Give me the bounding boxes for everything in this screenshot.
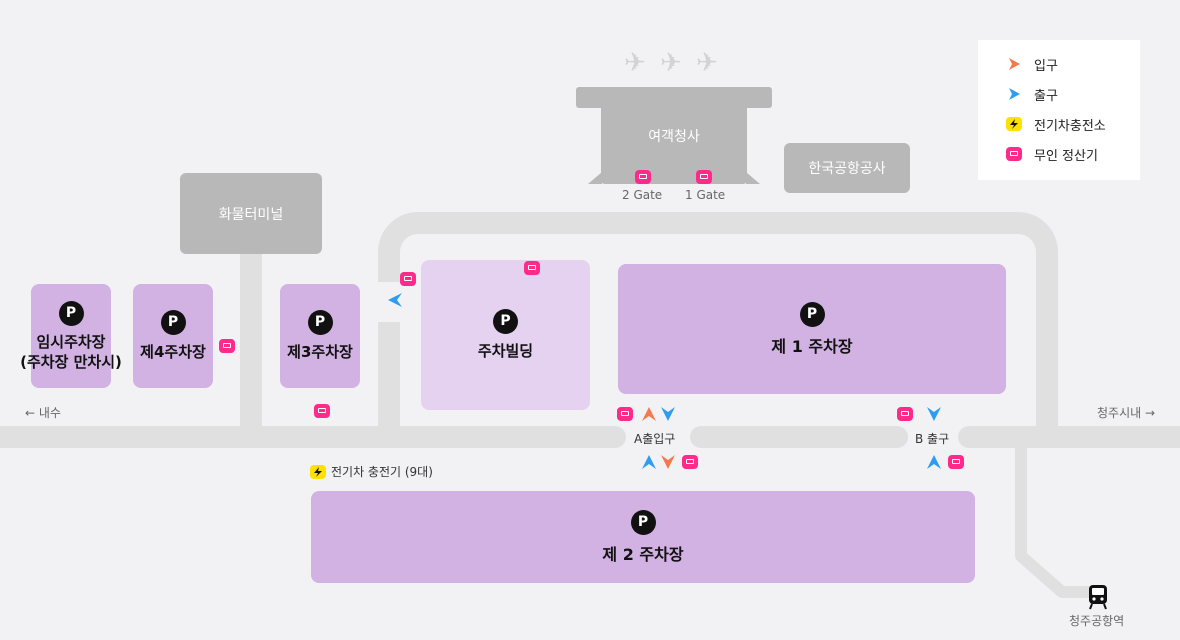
airplane-icon: ✈ [696,48,718,78]
cargo-access-road [240,252,262,438]
exit-arrow-icon [388,293,402,307]
payment-icon [524,261,540,275]
city-direction: 청주시내 → [1097,406,1156,420]
payment-icon [897,407,913,421]
kac-label: 한국공항공사 [808,161,886,177]
entrance-arrow-icon [642,407,656,421]
parking-pin-icon: P [307,310,333,335]
payment-icon [219,339,235,353]
parking-lot-4[interactable]: P 제4주차장 [133,284,213,388]
cargo-terminal[interactable]: 화물터미널 [180,173,322,254]
temp-lot-note: (주차장 만차시) [20,352,122,371]
legend-payment: 무인 정산기 [1006,144,1098,164]
naesu-direction: ← 내수 [25,406,61,420]
lot1-label: 제 1 주차장 [771,336,853,356]
legend-exit: 출구 [1006,84,1058,104]
temp-lot-name: 임시주차장 [36,332,106,351]
lightning-icon [1006,116,1022,132]
exit-arrow-icon [927,455,941,469]
payment-icon [400,272,416,286]
payment-icon [635,170,651,184]
payment-icon [617,407,633,421]
legend-payment-label: 무인 정산기 [1034,148,1098,164]
entrance-arrow-icon [1006,56,1022,72]
parking-lot-1[interactable]: P 제 1 주차장 [618,264,1006,394]
loop-gap [378,282,400,322]
main-road [0,426,626,448]
terminal-wing-right [746,172,760,184]
lot3-label: 제3주차장 [287,343,353,361]
entrance-arrow-icon [661,455,675,469]
a-gate-label: A출입구 [634,432,676,446]
lot4-label: 제4주차장 [140,343,206,361]
main-road-right [958,426,1180,448]
station-road [1015,446,1027,556]
airplane-icon: ✈ [624,48,646,78]
station-road-diagonal [1015,550,1090,598]
parking-lot-2[interactable]: P 제 2 주차장 [311,491,975,583]
terminal-wing-left [588,172,602,184]
payment-icon [696,170,712,184]
parking-building[interactable]: P 주차빌딩 [421,260,590,410]
terminal-label: 여객청사 [648,129,700,145]
gate2-label: 2 Gate [622,188,663,202]
airplane-icon: ✈ [660,48,682,78]
map-legend: 입구 출구 전기차충전소 무인 정산기 [978,40,1140,180]
station-label: 청주공항역 [1069,614,1125,628]
parking-pin-icon: P [58,300,84,326]
main-road-mid [690,426,908,448]
parking-pin-icon: P [630,509,656,535]
parking-building-label: 주차빌딩 [477,342,534,360]
b-exit-label: B 출구 [915,432,950,446]
legend-exit-label: 출구 [1034,88,1058,104]
cargo-label: 화물터미널 [218,206,284,223]
parking-lot-3[interactable]: P 제3주차장 [280,284,360,388]
terminal-roof [576,87,772,108]
lot2-label: 제 2 주차장 [602,544,684,564]
ev-charger-note: 전기차 충전기 (9대) [310,463,433,480]
ev-charger-text: 전기차 충전기 (9대) [331,465,433,479]
terminal-loop-road [378,212,1058,442]
gate1-label: 1 Gate [685,188,726,202]
passenger-terminal[interactable]: 여객청사 [601,108,747,184]
exit-arrow-icon [1006,86,1022,102]
parking-pin-icon: P [799,301,825,327]
exit-arrow-icon [927,407,941,421]
legend-ev-label: 전기차충전소 [1034,118,1106,134]
legend-entrance: 입구 [1006,54,1058,74]
payment-icon [682,455,698,469]
legend-entrance-label: 입구 [1034,58,1058,74]
payment-icon [1006,146,1022,162]
kac-building[interactable]: 한국공항공사 [784,143,910,193]
temporary-parking-lot[interactable]: P 임시주차장 (주차장 만차시) [20,284,122,388]
lightning-icon [310,464,326,479]
payment-icon [948,455,964,469]
parking-pin-icon: P [493,309,518,334]
legend-ev: 전기차충전소 [1006,114,1106,134]
parking-pin-icon: P [160,310,186,335]
train-icon[interactable] [1087,584,1109,610]
exit-arrow-icon [661,407,675,421]
exit-arrow-icon [642,455,656,469]
payment-icon [314,404,330,418]
